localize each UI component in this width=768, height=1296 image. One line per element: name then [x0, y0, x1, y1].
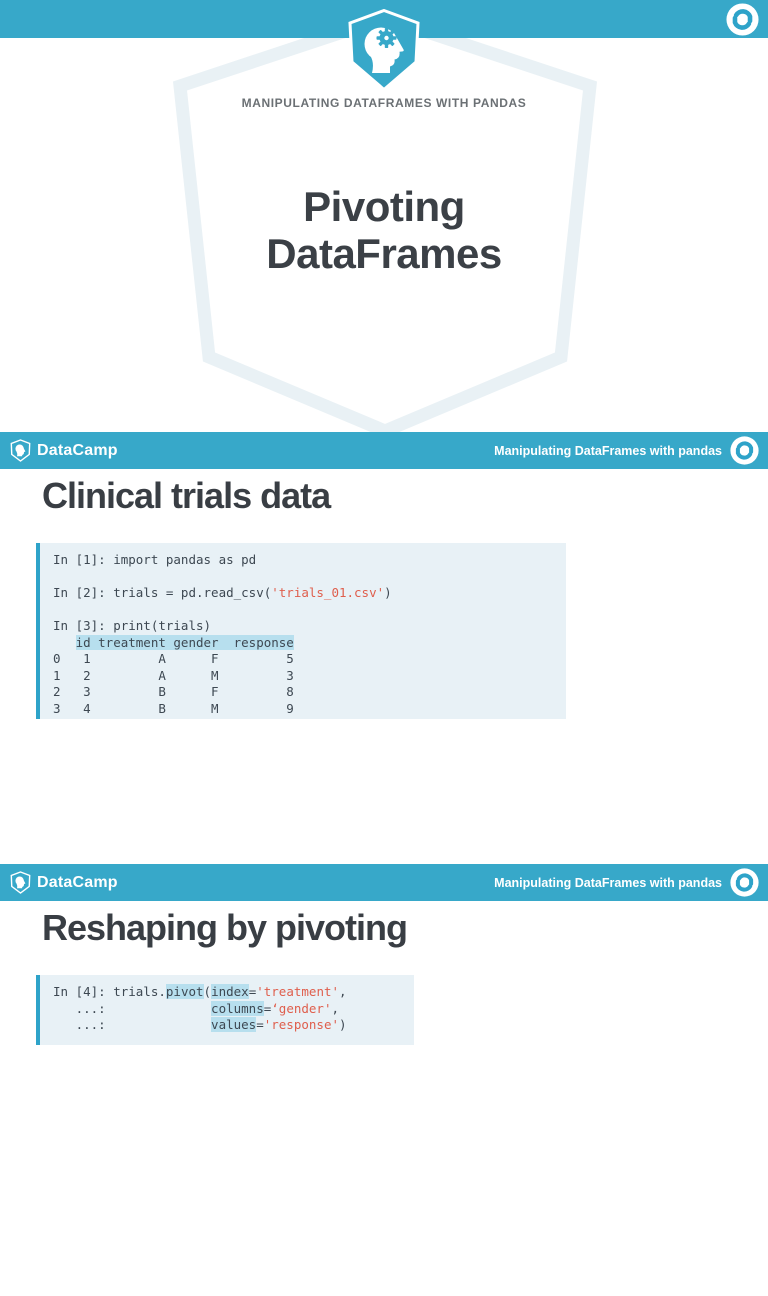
datacamp-shield-icon	[10, 439, 31, 462]
title-slide: MANIPULATING DATAFRAMES WITH PANDAS Pivo…	[0, 0, 768, 432]
code-line-blank	[53, 569, 566, 586]
code-line-blank	[53, 602, 566, 619]
output-header-row: id treatment gender response	[53, 634, 566, 652]
datacamp-logo: DataCamp	[10, 871, 118, 894]
code-line: In [2]: trials = pd.read_csv('trials_01.…	[53, 585, 392, 600]
code-line: In [4]: trials.pivot(index='treatment',	[53, 984, 347, 999]
highlighted-token: values	[211, 1017, 257, 1032]
course-label: MANIPULATING DATAFRAMES WITH PANDAS	[241, 96, 527, 110]
deck-title-line1: Pivoting	[303, 183, 465, 230]
string-literal: 'treatment'	[256, 984, 340, 999]
string-literal: 'response'	[263, 1017, 339, 1032]
code-line: ...: columns=‘gender',	[53, 1000, 340, 1016]
brand-name: DataCamp	[37, 873, 118, 891]
header-course-title: Manipulating DataFrames with pandas	[494, 875, 722, 890]
code-line: ...: values='response')	[53, 1017, 347, 1032]
output-row: 2 3 B F 8	[53, 684, 294, 699]
slide-heading: Clinical trials data	[42, 475, 331, 516]
code-block-trials: In [1]: import pandas as pd In [2]: trial…	[36, 543, 566, 719]
highlighted-token: columns	[211, 1000, 264, 1016]
slide-heading: Reshaping by pivoting	[42, 907, 408, 948]
python-circle-icon	[730, 868, 759, 897]
python-circle-icon	[726, 3, 759, 36]
datacamp-shield-icon	[10, 871, 31, 894]
deck-title-line2: DataFrames	[266, 230, 502, 277]
header-course-title: Manipulating DataFrames with pandas	[494, 443, 722, 458]
string-literal: 'trials_01.csv'	[271, 585, 385, 600]
output-row: 3 4 B M 9	[53, 700, 294, 716]
highlighted-header: id treatment gender response	[75, 634, 294, 650]
python-circle-icon	[730, 436, 759, 465]
code-line: In [3]: print(trials)	[53, 618, 212, 633]
slide-header-bar: DataCamp Manipulating DataFrames with pa…	[0, 864, 768, 901]
code-line: In [1]: import pandas as pd	[53, 552, 257, 567]
clinical-trials-slide: DataCamp Manipulating DataFrames with pa…	[0, 432, 768, 864]
highlighted-token: index	[211, 984, 249, 999]
code-block-pivot: In [4]: trials.pivot(index='treatment', …	[36, 975, 414, 1045]
head-gear-icon	[364, 27, 404, 73]
highlighted-token: pivot	[165, 984, 204, 999]
output-row: 1 2 A M 3	[53, 667, 294, 683]
hexagon-watermark	[172, 11, 598, 432]
reshaping-slide: DataCamp Manipulating DataFrames with pa…	[0, 864, 768, 1296]
datacamp-logo: DataCamp	[10, 439, 118, 462]
string-literal: ‘gender'	[271, 1000, 332, 1016]
datacamp-shield-logo	[348, 9, 420, 91]
brand-name: DataCamp	[37, 441, 118, 459]
output-row: 0 1 A F 5	[53, 651, 294, 666]
slide-header-bar: DataCamp Manipulating DataFrames with pa…	[0, 432, 768, 469]
